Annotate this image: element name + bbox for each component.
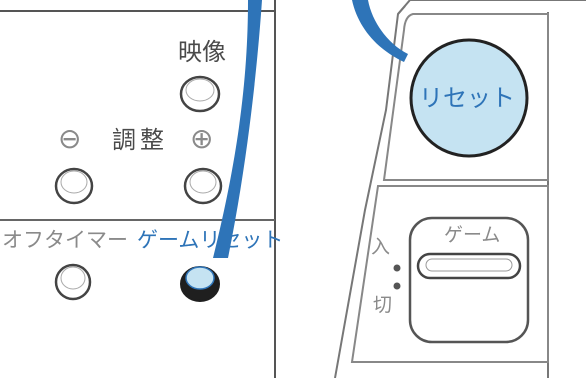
reset-button-label: リセット <box>419 84 515 112</box>
game-reset-label: ゲームリセット <box>137 228 284 252</box>
switch-compartment <box>350 185 549 363</box>
leader-line-left <box>213 0 262 258</box>
game-switch-knob <box>416 252 522 280</box>
plus-icon: ⊕ <box>190 122 214 155</box>
picture-button <box>179 75 221 113</box>
off-label: 切 <box>373 294 393 316</box>
on-indicator-dot <box>393 264 401 272</box>
reset-button <box>409 38 529 158</box>
adjust-plus-button <box>183 167 223 205</box>
game-reset-button-face <box>185 266 215 290</box>
game-switch-frame <box>408 216 530 344</box>
picture-button-highlight <box>185 78 215 102</box>
adjust-label: 調整 <box>112 126 168 154</box>
off-timer-label: オフタイマー <box>2 228 128 252</box>
picture-label: 映像 <box>178 38 226 66</box>
game-switch-title: ゲーム <box>441 226 504 245</box>
on-label: 入 <box>371 236 391 258</box>
adjust-minus-button <box>54 167 94 205</box>
reset-compartment <box>382 13 549 181</box>
leader-line-right <box>352 0 408 62</box>
off-indicator-dot <box>393 282 401 290</box>
off-timer-button <box>54 263 92 301</box>
minus-icon: ⊖ <box>58 122 82 155</box>
